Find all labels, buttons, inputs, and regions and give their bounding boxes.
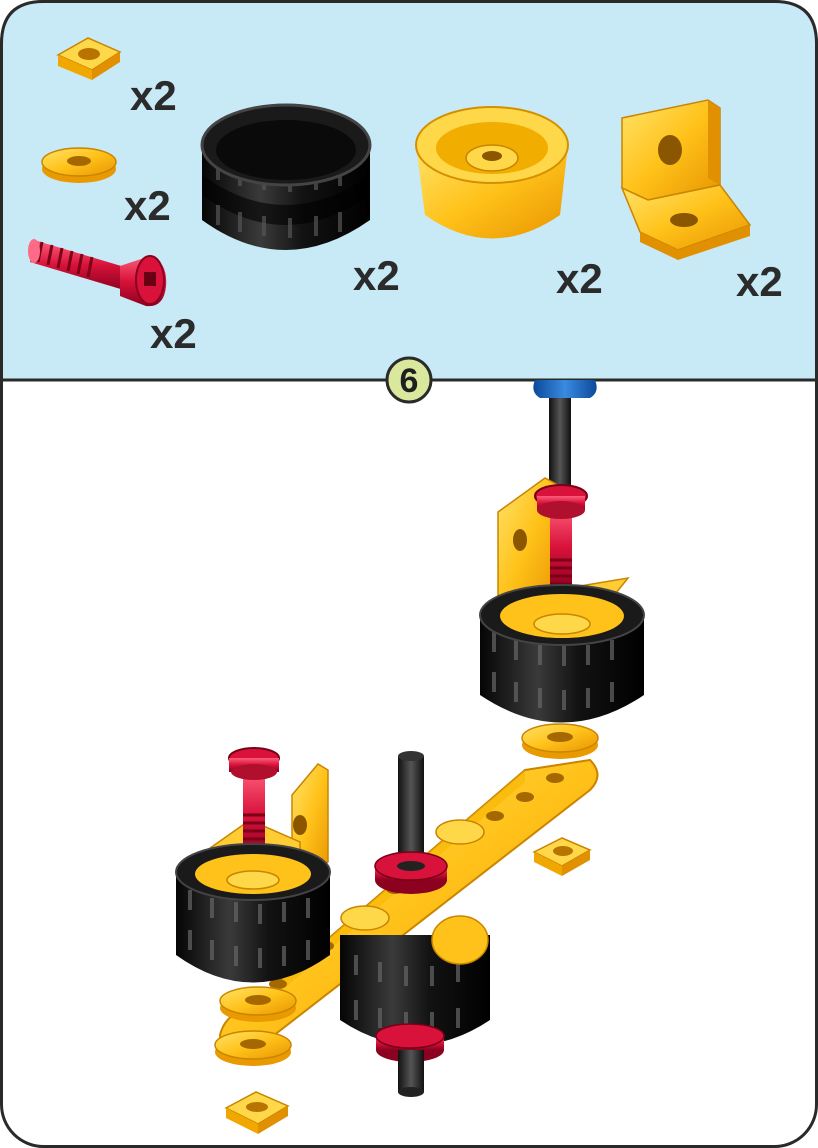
washer-icon	[41, 147, 117, 183]
tire-qty: x2	[353, 252, 400, 299]
square-nut-qty: x2	[130, 72, 177, 119]
step-number: 6	[400, 362, 419, 400]
square-nut-icon	[56, 37, 122, 80]
angle-bracket-icon	[620, 99, 752, 260]
screwdriver-shaft	[549, 398, 571, 488]
wheel-hub-icon	[415, 106, 569, 239]
screwdriver-handle	[533, 380, 597, 398]
screw-qty: x2	[150, 310, 197, 357]
wheel-hub-qty: x2	[556, 255, 603, 302]
step-number-badge: 6	[385, 356, 433, 404]
screw-icon	[28, 239, 167, 307]
assembly-illustration	[175, 380, 645, 1134]
washer-qty: x2	[124, 182, 171, 229]
parts-panel	[0, 0, 818, 382]
angle-bracket-qty: x2	[736, 258, 783, 305]
tire-icon	[200, 103, 372, 250]
